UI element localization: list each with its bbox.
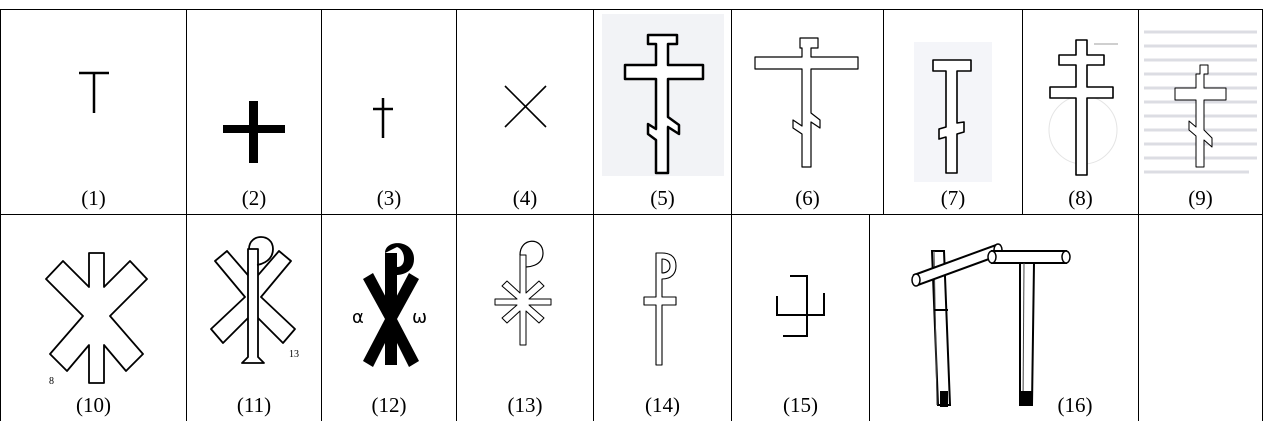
figure-label: (5)	[594, 186, 731, 210]
tau-cross-icon	[1, 10, 186, 214]
staurogram-icon	[594, 215, 731, 421]
wooden-crosses-icon	[870, 215, 1138, 421]
figure-note: 13	[289, 349, 299, 360]
figure-cell: α ω (12)	[322, 215, 456, 421]
cross-with-slanted-bar-icon	[884, 10, 1022, 214]
figure-label: (9)	[1139, 186, 1262, 210]
figure-cell: (4)	[457, 10, 593, 214]
figure-cell: (15)	[732, 215, 869, 421]
figure-label: (12)	[322, 393, 456, 417]
chi-rho-outline-icon	[187, 215, 321, 421]
figure-cell: (6)	[732, 10, 883, 214]
orthodox-cross-small-icon	[1139, 10, 1262, 214]
swastika-cross-icon	[732, 215, 869, 421]
chi-rho-star-icon	[457, 215, 593, 421]
figure-label: (1)	[1, 186, 186, 210]
figure-label: (13)	[457, 393, 593, 417]
greek-cross-icon	[187, 10, 321, 214]
latin-cross-icon	[322, 10, 456, 214]
figure-note: 8	[49, 376, 54, 387]
alpha-symbol: α	[352, 307, 364, 328]
figure-cell: (8)	[1023, 10, 1138, 214]
patriarchal-cross-icon	[1023, 10, 1138, 214]
figure-label: (14)	[594, 393, 731, 417]
figure-label: (10)	[1, 393, 186, 417]
figure-cell: (7)	[884, 10, 1022, 214]
figure-cell: (2)	[187, 10, 321, 214]
figure-cell: (14)	[594, 215, 731, 421]
figure-cell: (5)	[594, 10, 731, 214]
orthodox-cross-icon	[594, 10, 731, 214]
orthodox-cross-outline-icon	[732, 10, 883, 214]
figure-cell: (13)	[457, 215, 593, 421]
figure-label: (11)	[187, 393, 321, 417]
saltire-cross-icon	[457, 10, 593, 214]
figure-cell: (1)	[1, 10, 186, 214]
figure-label: (4)	[457, 186, 593, 210]
empty-cell	[1139, 215, 1262, 421]
chi-rho-alpha-omega-icon	[322, 215, 456, 421]
figure-cell: 8 (10)	[1, 215, 186, 421]
figure-cell: 13 (11)	[187, 215, 321, 421]
figure-cell: (16)	[870, 215, 1138, 421]
six-armed-cross-icon	[1, 215, 186, 421]
figure-label: (15)	[732, 393, 869, 417]
figure-label: (8)	[1023, 186, 1138, 210]
figure-label: (16)	[1030, 393, 1120, 417]
figure-cell: (3)	[322, 10, 456, 214]
omega-symbol: ω	[412, 307, 427, 328]
figure-label: (7)	[884, 186, 1022, 210]
figure-label: (6)	[732, 186, 883, 210]
figure-label: (3)	[322, 186, 456, 210]
figure-label: (2)	[187, 186, 321, 210]
figure-cell: (9)	[1139, 10, 1262, 214]
